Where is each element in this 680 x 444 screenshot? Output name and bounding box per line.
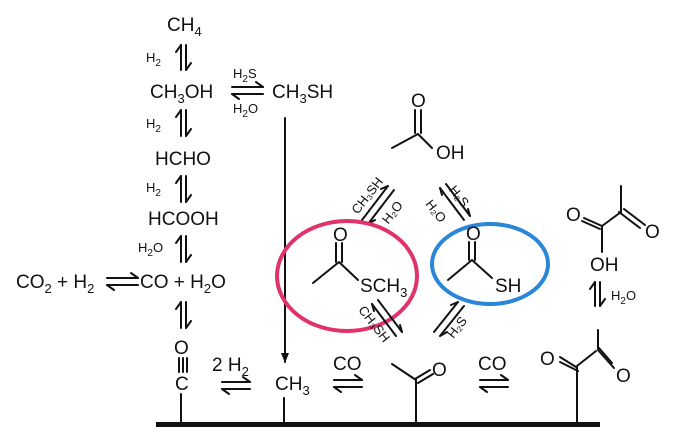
ch3sh-label: CH3SH [272,82,333,106]
equilibrium-ch3-acetyl [333,374,363,393]
hcooh-label: HCOOH [148,209,219,230]
equilibrium-ch3oh-ch3sh [231,81,264,100]
surface-co-carbon: C [175,374,189,395]
equilibrium-ch3sh-down [371,299,403,337]
co2-h2-label: CO2 + H2 [16,272,94,296]
equilibrium-pyruvic-surface [589,281,606,307]
surface-acetyl-structure: O [391,360,447,425]
h2s-upper-label: H₂S [446,183,472,211]
h2s-label-top: H2S [233,66,257,85]
acetic-acid-oxygen: O [411,91,426,112]
equilibrium-co-ch3 [221,376,251,395]
h2s-lower-label: H₂S [444,313,470,341]
surface-co-oxygen: O [174,338,189,359]
surface-pyruvoyl-structure: O O [540,329,631,425]
h2-label-2: H2 [146,116,161,135]
equilibrium-co-surface [175,301,192,329]
ch3oh-label: CH3OH [150,82,213,106]
pyruvic-oxygen-left: O [566,205,581,226]
co-label-2: CO [478,354,507,375]
equilibrium-ch4-ch3oh [175,44,192,71]
surface-pyruvoyl-oxygen-right: O [616,366,631,387]
pyruvic-oxygen-right: O [645,222,660,243]
surface-pyruvoyl-oxygen-left: O [540,349,555,370]
thioacid-structure: O SH [447,224,521,297]
thioester-highlight-circle [275,219,419,333]
pyruvic-oh: OH [590,255,619,276]
equilibrium-h2s-down [433,301,465,337]
equilibrium-ch3sh-up [361,185,395,225]
acetic-acid-oh: OH [436,143,465,164]
acetic-acid-structure: O OH [391,91,465,164]
surface-acetyl-oxygen: O [432,360,447,381]
h2o-upper-label-2: H₂O [423,197,450,226]
h2-label-1: H2 [146,50,161,69]
thioester-sch3: SCH3 [360,276,407,300]
thioacid-highlight-circle [430,222,550,306]
equilibrium-h2s-up [439,183,471,221]
equilibrium-hcooh-co [175,235,192,263]
thioester-structure: O SCH3 [312,225,407,300]
pyruvic-acid-structure: O O OH [566,185,660,276]
co-label-1: CO [333,354,362,375]
co-h2o-label: CO + H2O [140,272,226,296]
equilibrium-acetyl-pyruvoyl [479,374,509,393]
thioacid-oxygen: O [466,224,481,245]
h2o-label-hcooh: H2O [138,240,163,259]
h2o-pyruvic-label: H2O [611,288,636,307]
ch4-label: CH4 [167,15,202,39]
equilibrium-hcho-hcooh [175,175,192,203]
thioacid-sh: SH [495,276,521,297]
catalyst-surface [156,422,600,427]
equilibrium-co2-co [106,272,139,291]
two-h2-label: 2 H2 [212,355,249,379]
h2o-label-top: H2O [233,101,258,120]
h2o-upper-label: H₂O [379,198,406,227]
thioester-oxygen: O [333,225,348,246]
surface-ch3-label: CH3 [275,374,310,398]
h2-label-3: H2 [146,180,161,199]
equilibrium-ch3oh-hcho [175,109,192,137]
hcho-label: HCHO [155,149,211,170]
